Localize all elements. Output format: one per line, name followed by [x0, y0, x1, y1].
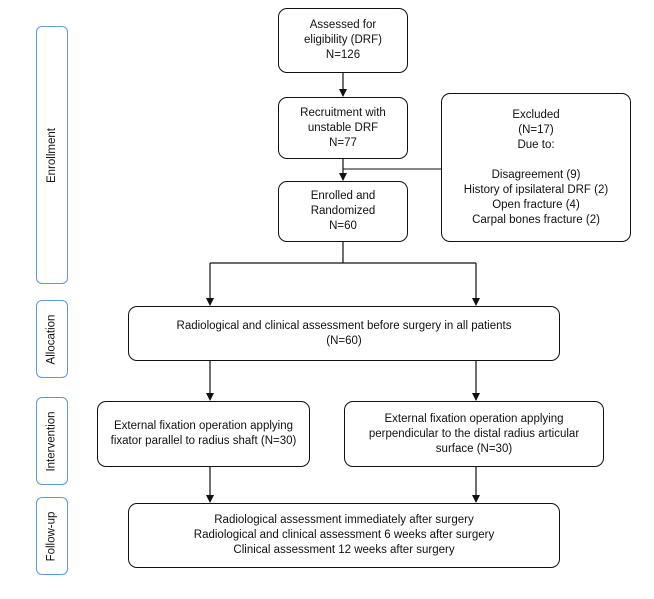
excluded-line-2: (N=17) — [518, 123, 554, 136]
intervention-right-line-3: surface (N=30) — [435, 442, 513, 455]
follow-up-line-3: Clinical assessment 12 weeks after surge… — [233, 544, 455, 556]
eligibility-line-2: eligibility (DRF) — [304, 34, 382, 46]
intervention-left-line-2: fixator parallel to radius shaft (N=30) — [110, 435, 297, 447]
allocation-line-1: Radiological and clinical assessment bef… — [176, 319, 512, 332]
eligibility-line-1: Assessed for — [309, 19, 377, 31]
excluded-line-5: Disagreement (9) — [491, 168, 581, 181]
box-follow-up: Radiological assessment immediately afte… — [128, 503, 560, 568]
excluded-line-1: Excluded — [512, 108, 560, 121]
excluded-line-3: Due to: — [517, 138, 555, 151]
follow-up-line-1: Radiological assessment immediately afte… — [214, 514, 474, 526]
eligibility-line-3: N=126 — [325, 49, 361, 61]
intervention-left-line-1: External fixation operation applying — [113, 420, 293, 432]
enrolled-line-1: Enrolled and — [310, 190, 376, 202]
stage-follow-up: Follow-up — [36, 497, 68, 575]
intervention-right-line-1: External fixation operation applying — [384, 412, 564, 425]
excluded-line-8: Carpal bones fracture (2) — [472, 213, 600, 226]
stage-enrollment: Enrollment — [36, 26, 68, 284]
recruitment-line-3: N=77 — [329, 136, 357, 149]
stage-intervention: Intervention — [36, 397, 68, 485]
box-recruitment: Recruitment with unstable DRF N=77 — [278, 97, 408, 159]
stage-allocation: Allocation — [36, 300, 68, 378]
recruitment-line-2: unstable DRF — [307, 121, 379, 134]
enrolled-line-2: Randomized — [310, 205, 376, 217]
excluded-line-6: History of ipsilateral DRF (2) — [463, 183, 609, 196]
box-allocation: Radiological and clinical assessment bef… — [128, 306, 560, 361]
box-enrolled: Enrolled and Randomized N=60 — [278, 181, 408, 242]
box-intervention-left: External fixation operation applying fix… — [97, 401, 310, 467]
allocation-line-2: (N=60) — [326, 334, 362, 347]
enrolled-line-3: N=60 — [329, 220, 357, 232]
intervention-right-line-2: perpendicular to the distal radius artic… — [368, 427, 580, 440]
box-intervention-right: External fixation operation applying per… — [344, 401, 604, 467]
follow-up-line-2: Radiological and clinical assessment 6 w… — [193, 529, 495, 541]
excluded-line-7: Open fracture (4) — [492, 198, 580, 211]
box-excluded: Excluded (N=17) Due to: Disagreement (9)… — [441, 93, 631, 242]
recruitment-line-1: Recruitment with — [300, 106, 386, 119]
box-eligibility: Assessed for eligibility (DRF) N=126 — [278, 8, 408, 73]
